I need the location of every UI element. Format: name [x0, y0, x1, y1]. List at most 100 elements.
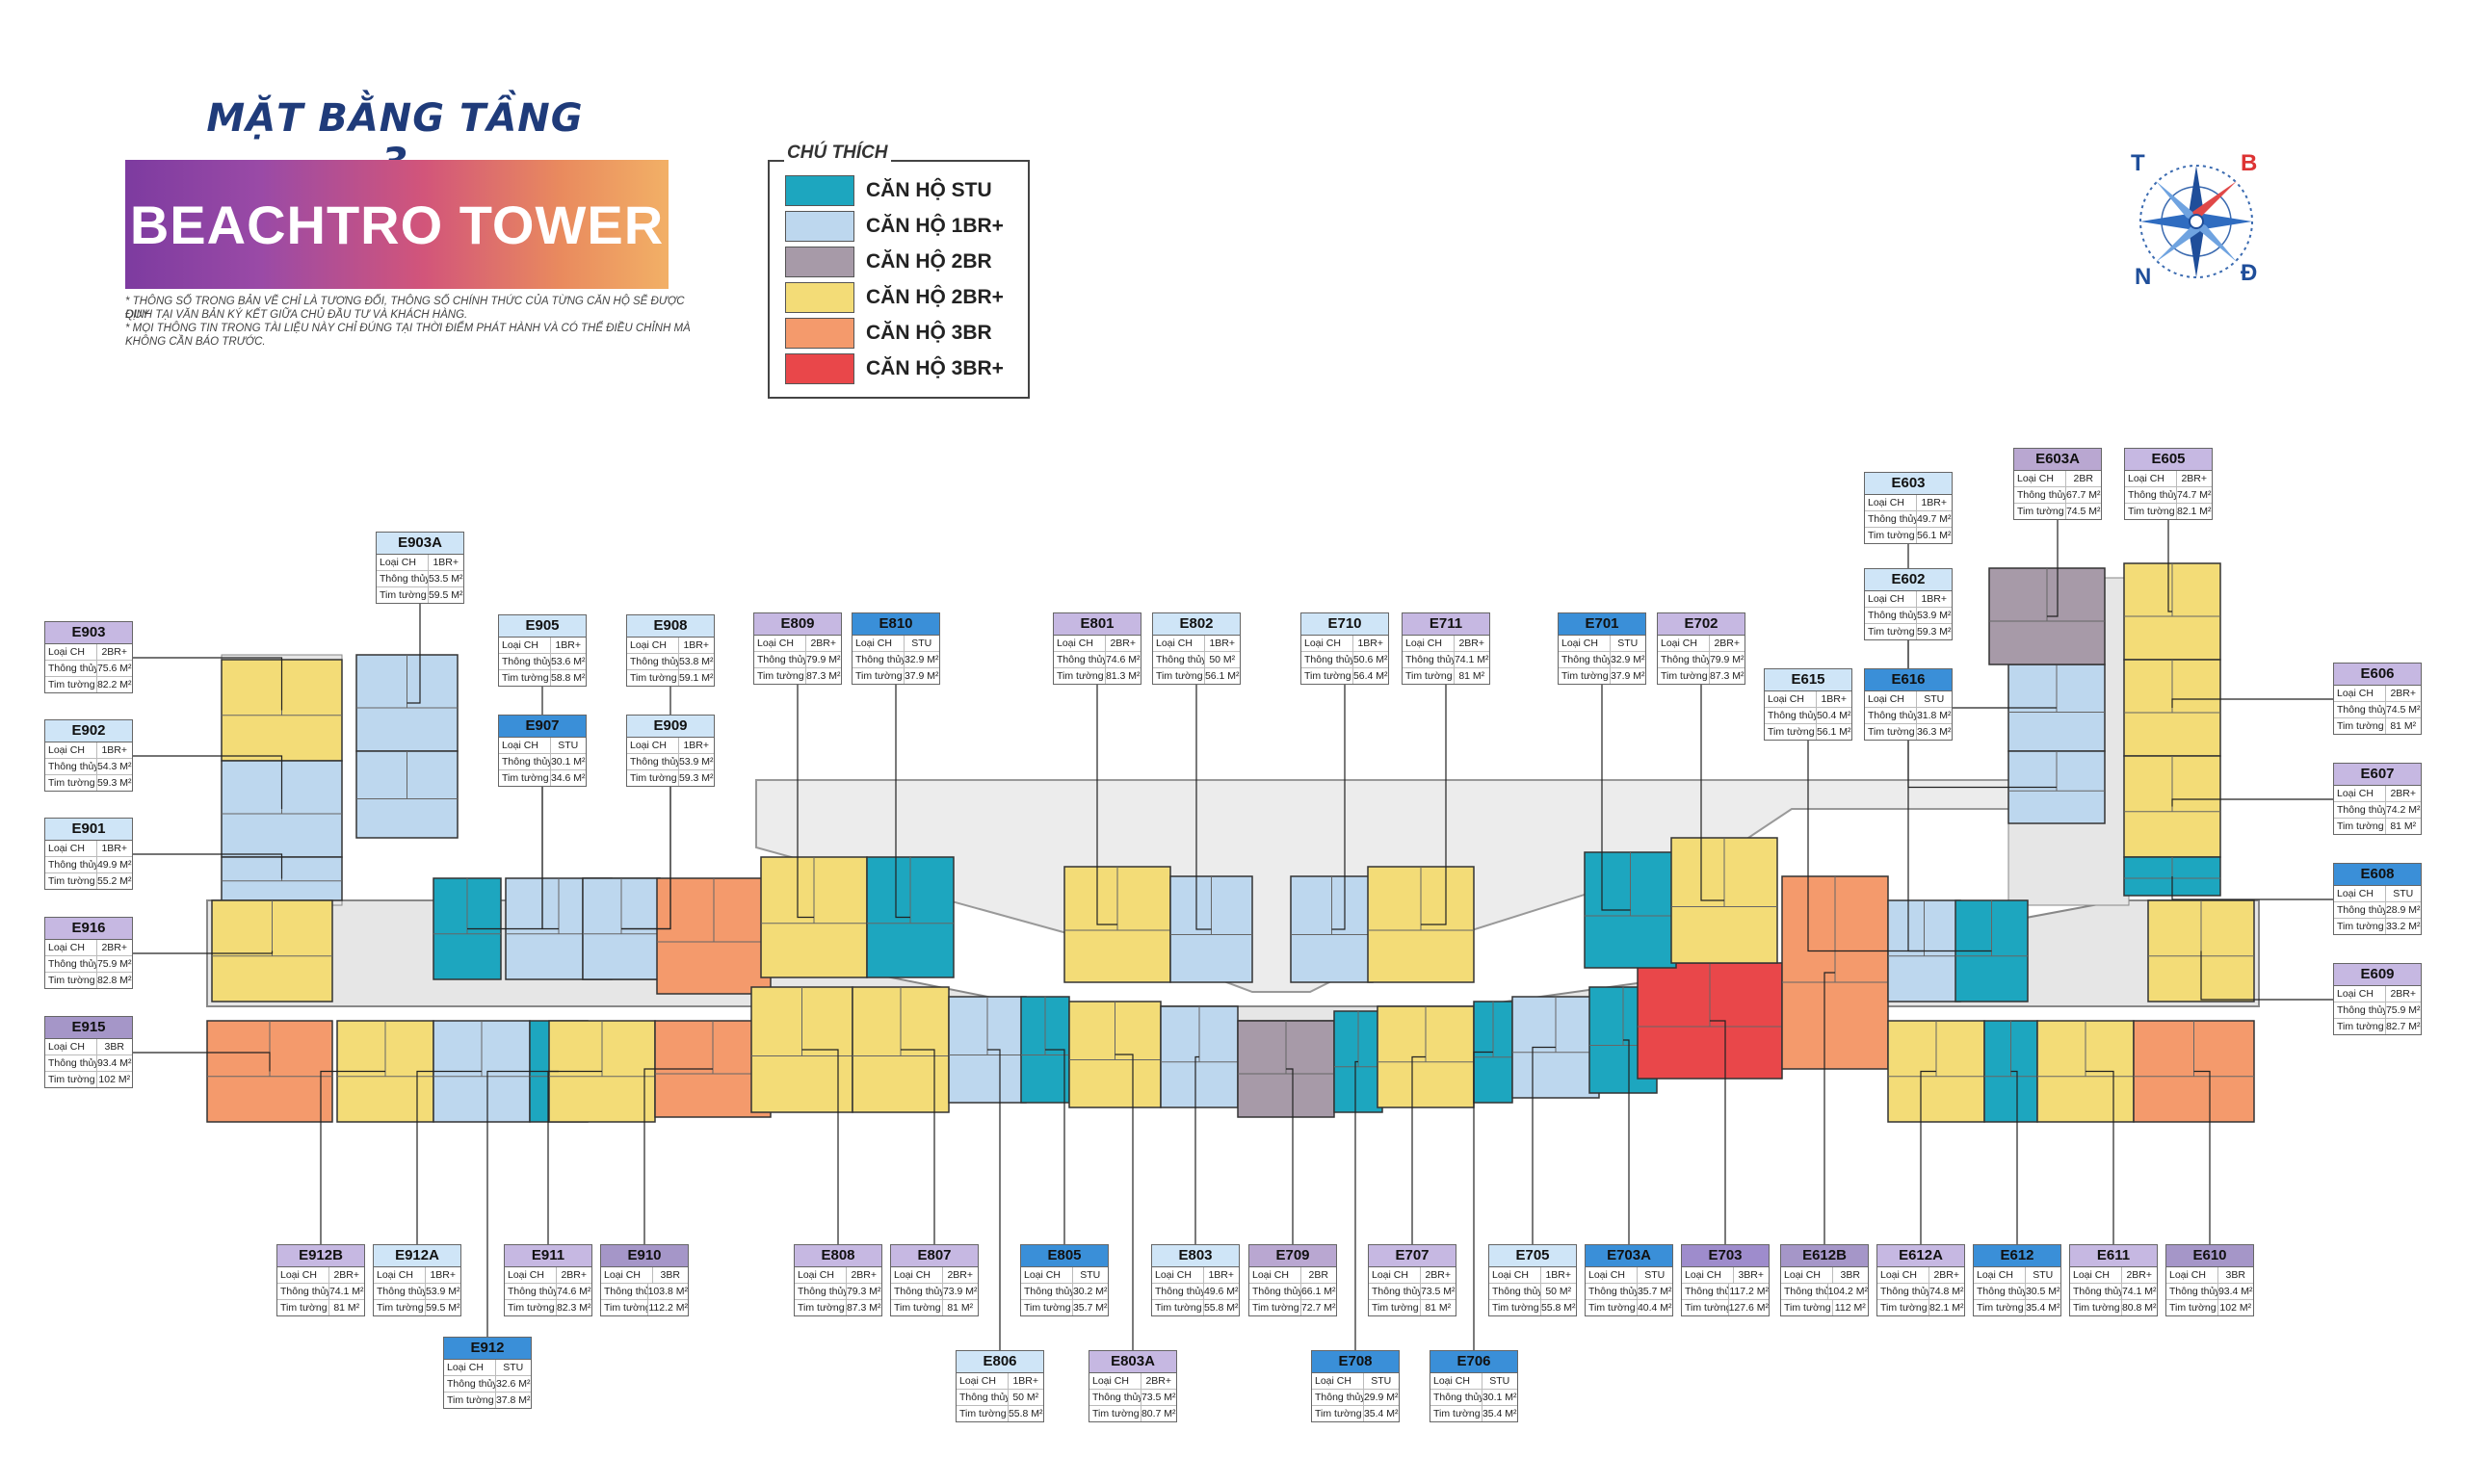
- unit-row-label: Tim tường: [1312, 1406, 1364, 1421]
- unit-row-label: Tim tường: [1974, 1300, 2026, 1315]
- legend-swatch: [785, 211, 854, 242]
- unit-row-value: 74.5 M²: [2065, 506, 2101, 517]
- leader-line: [2047, 515, 2059, 617]
- unit-row-value: 66.1 M²: [1300, 1286, 1336, 1297]
- unit-row-value: 74.7 M²: [2176, 489, 2212, 501]
- unit-row-value: 73.9 M²: [942, 1286, 978, 1297]
- unit-row-value: 2BR: [1308, 1269, 1328, 1281]
- unit-row-label: Tim tường: [45, 677, 97, 692]
- leader-line: [1907, 736, 1992, 952]
- unit-row-value: 2BR+: [2390, 788, 2417, 799]
- unit-row-value: 2BR+: [2390, 688, 2417, 699]
- unit-row-label: Thông thủy: [2070, 1284, 2122, 1299]
- unit-row-label: Thông thủy: [627, 654, 679, 669]
- unit-row-label: Thông thủy: [444, 1376, 496, 1392]
- unit-row-label: Tim tường: [1586, 1300, 1638, 1315]
- unit-row-value: 36.3 M²: [1916, 726, 1952, 738]
- unit-row-value: 40.4 M²: [1637, 1302, 1672, 1314]
- unit-row-value: 55.8 M²: [1008, 1408, 1043, 1419]
- unit-row-value: 37.9 M²: [1610, 670, 1645, 682]
- unit-row-label: Loại CH: [374, 1267, 426, 1283]
- unit-row-value: STU: [911, 638, 932, 649]
- unit-row-value: 30.1 M²: [1482, 1392, 1517, 1403]
- unit-row-label: Loại CH: [754, 636, 806, 651]
- unit-row-label: Loại CH: [2014, 471, 2066, 486]
- unit-row-value: 49.7 M²: [1916, 513, 1952, 525]
- unit-row-value: 1BR+: [1921, 497, 1948, 508]
- unit-code: E701: [1559, 613, 1645, 636]
- unit-row-value: 81 M²: [2390, 820, 2417, 832]
- unit-code: E603: [1865, 473, 1952, 495]
- unit-row-label: Thông thủy: [1974, 1284, 2026, 1299]
- unit-row-label: Loại CH: [2334, 886, 2386, 901]
- unit-code: E616: [1865, 669, 1952, 691]
- unit-row-label: Loại CH: [1312, 1373, 1364, 1389]
- unit-row-label: Thông thủy: [1658, 652, 1710, 667]
